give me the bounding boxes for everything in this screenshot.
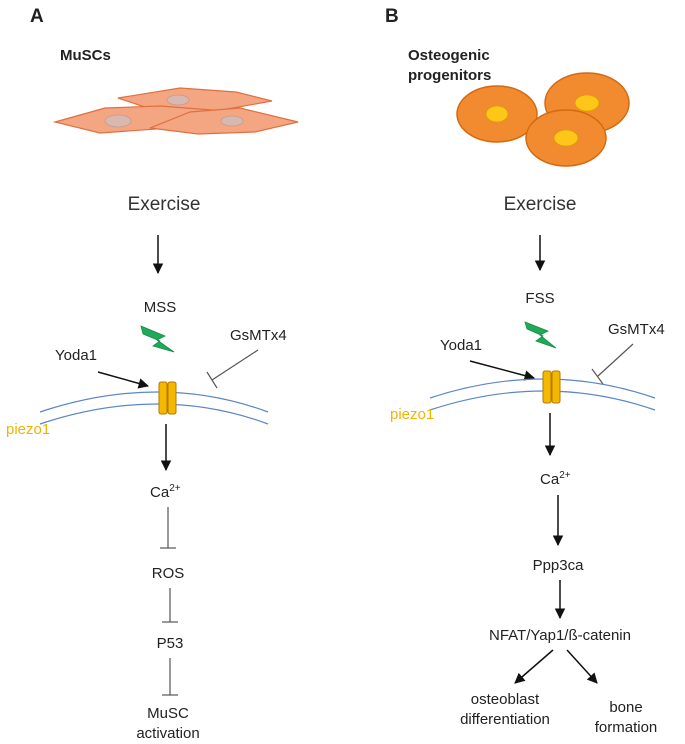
panel-b-channel-label: piezo1	[390, 406, 434, 423]
panel-b-antagonist-label: GsMTx4	[608, 321, 665, 338]
panel-b-outcome2-arrow	[566, 649, 598, 684]
panel-a-antagonist-line	[211, 349, 259, 381]
panel-b-cell-title-line1: Osteogenic	[408, 47, 490, 64]
panel-b-outcome1-line1: osteoblast	[471, 691, 540, 708]
panel-a-antagonist-label: GsMTx4	[230, 327, 287, 344]
panel-a-calcium-label: Ca2+	[150, 483, 181, 501]
panel-b-effectors-label: NFAT/Yap1/ß-catenin	[489, 627, 631, 644]
panel-a-agonist-arrow	[97, 371, 150, 389]
panel-b: B Osteogenic progenitors Exercise FSS Gs…	[385, 6, 665, 736]
lightning-bolt-icon	[140, 325, 175, 353]
panel-b-outcome1-arrow	[514, 649, 554, 684]
panel-a-membrane-outer	[39, 391, 269, 413]
panel-a-stress-label: MSS	[144, 299, 177, 316]
panel-b-antagonist-line	[597, 343, 634, 377]
panel-a-agonist-label: Yoda1	[55, 347, 97, 364]
osteogenic-progenitor-cells-icon	[456, 72, 630, 167]
panel-a-channel-label: piezo1	[6, 421, 50, 438]
panel-b-stress-label: FSS	[525, 290, 554, 307]
piezo1-channel-icon	[158, 381, 177, 415]
panel-b-agonist-arrow	[469, 360, 536, 381]
panel-b-antagonist-bar	[591, 368, 604, 385]
panel-a-ros-label: ROS	[152, 565, 185, 582]
panel-b-outcome2-line2: formation	[595, 719, 658, 736]
panel-a-cell-title: MuSCs	[60, 47, 111, 64]
panel-b-ppp3ca-label: Ppp3ca	[533, 557, 585, 574]
panel-b-outcome2-line1: bone	[609, 699, 642, 716]
panel-a-exercise-label: Exercise	[128, 194, 201, 215]
panel-b-cell-title-line2: progenitors	[408, 67, 491, 84]
panel-b-calcium-label: Ca2+	[540, 470, 571, 488]
panel-a-outcome-line2: activation	[136, 725, 199, 742]
panel-b-exercise-label: Exercise	[504, 194, 577, 215]
panel-a: A MuSCs Exercise MSS GsMTx4 Yoda1 piezo1…	[6, 6, 299, 742]
panel-a-letter: A	[30, 6, 44, 27]
piezo1-channel-icon	[542, 370, 561, 404]
panel-b-outcome1-line2: differentiation	[460, 711, 550, 728]
panel-a-p53-label: P53	[157, 635, 184, 652]
lightning-bolt-icon	[524, 321, 557, 349]
panel-b-letter: B	[385, 6, 399, 27]
panel-a-antagonist-bar	[206, 371, 218, 389]
panel-a-membrane-inner	[39, 403, 269, 425]
panel-a-outcome-line1: MuSC	[147, 705, 189, 722]
panel-b-agonist-label: Yoda1	[440, 337, 482, 354]
muscle-stem-cells-icon	[52, 87, 299, 135]
